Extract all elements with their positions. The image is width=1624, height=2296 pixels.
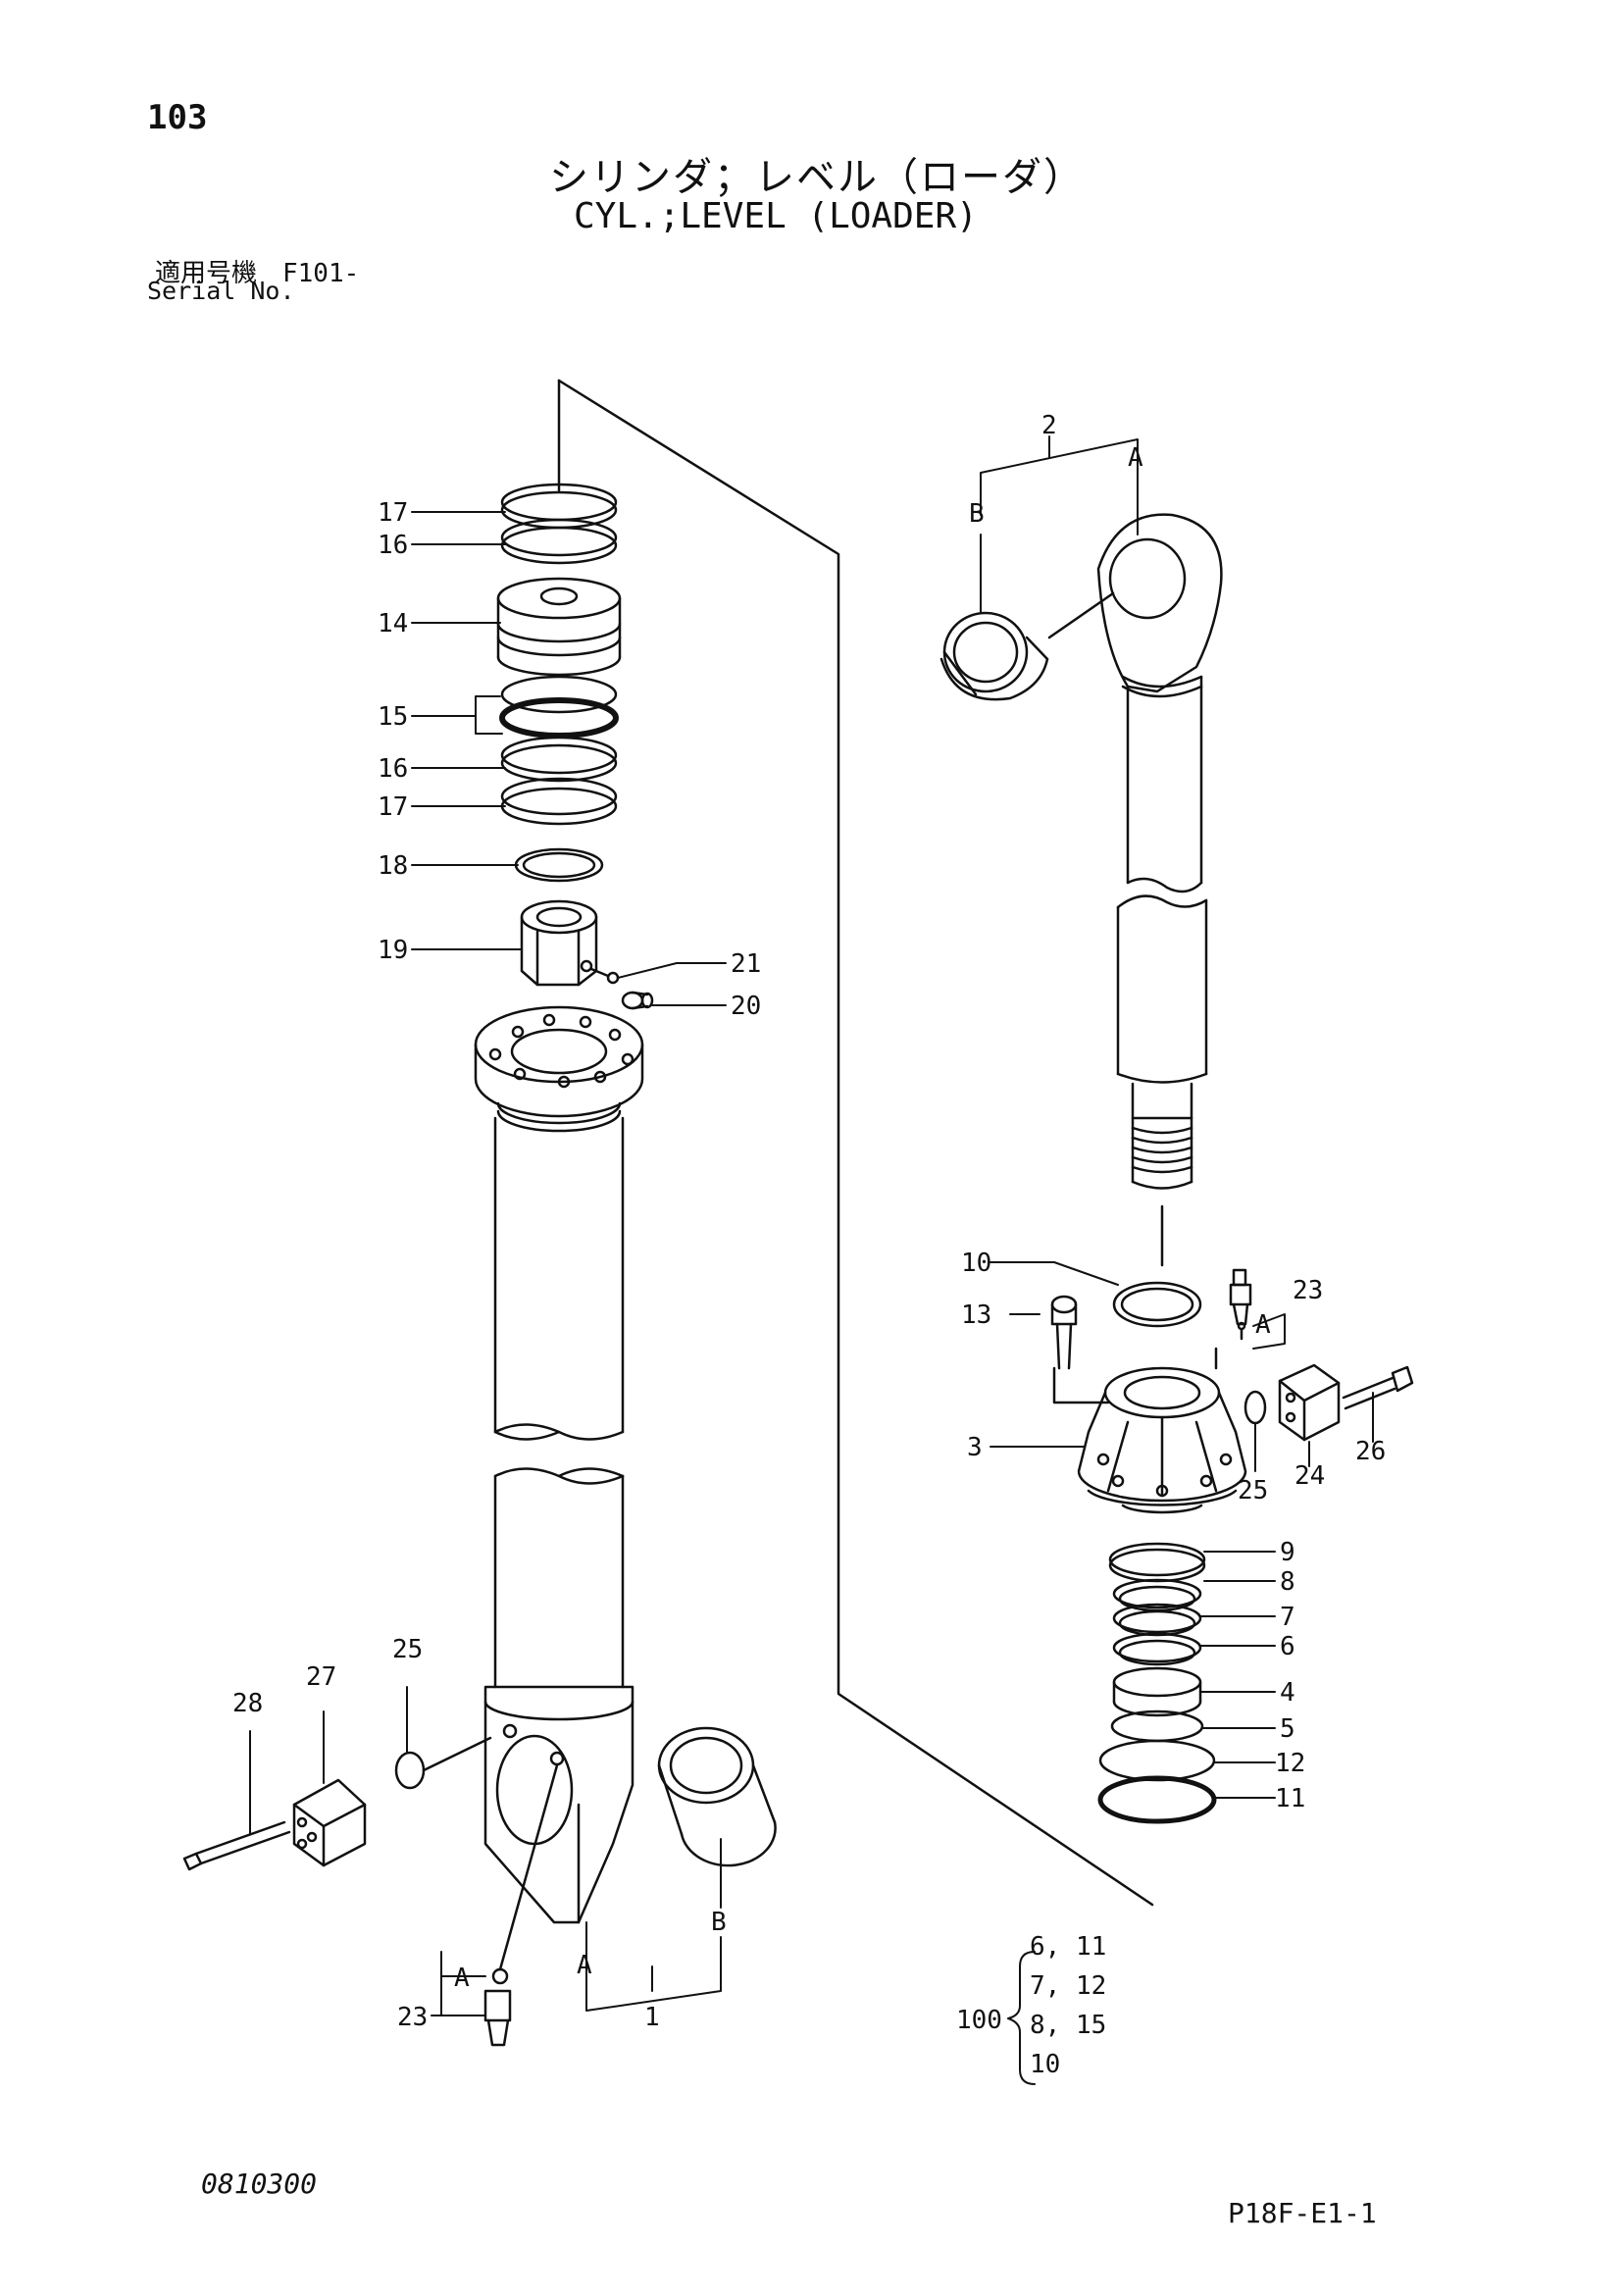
lower-left-parts: [182, 1736, 559, 2047]
callout-labels: 17 16 14 15 16 17 18 19 21 20 25 27 28 2…: [232, 411, 1386, 2079]
callout-2: 2: [1041, 411, 1057, 440]
document-code: 0810300: [201, 2168, 318, 2200]
seal-stack: [1097, 1542, 1217, 1824]
callout-28: 28: [232, 1689, 263, 1718]
ref-letter-b-bottom: B: [711, 1908, 727, 1937]
callout-21: 21: [731, 949, 761, 979]
callout-18: 18: [378, 851, 408, 881]
callout-17-upper: 17: [378, 498, 408, 528]
piston-stack: [496, 379, 654, 1010]
callout-23-left: 23: [397, 2003, 428, 2032]
callout-9: 9: [1280, 1538, 1295, 1567]
ref-letter-a-grease-left: A: [454, 1964, 470, 1993]
page-code: P18F-E1-1: [1228, 2197, 1377, 2229]
callout-19: 19: [378, 936, 408, 965]
callout-17-lower: 17: [378, 792, 408, 822]
serial-label-english: Serial No.: [147, 277, 295, 305]
callout-1: 1: [644, 2003, 660, 2032]
callout-5: 5: [1280, 1714, 1295, 1744]
callout-25-right: 25: [1238, 1476, 1268, 1505]
callout-23-right: 23: [1293, 1276, 1323, 1305]
callout-14: 14: [378, 609, 408, 638]
callout-12: 12: [1275, 1749, 1305, 1778]
callout-25-left: 25: [392, 1635, 423, 1664]
page-number: 103: [147, 98, 208, 137]
callout-8: 8: [1280, 1567, 1295, 1597]
serial-label-japanese: 適用号機 F101-: [155, 259, 360, 288]
callout-6: 6: [1280, 1632, 1295, 1661]
leader-lines: [249, 435, 1374, 2085]
callout-24: 24: [1294, 1461, 1325, 1491]
ref-letter-b-top: B: [969, 499, 985, 529]
bushing-left: [657, 1726, 777, 1867]
kit-row-2: 7, 12: [1030, 1971, 1106, 2001]
ref-letter-a-top: A: [1128, 443, 1143, 473]
callout-26: 26: [1355, 1437, 1386, 1466]
title-english: CYL.;LEVEL (LOADER): [574, 196, 978, 236]
rod-assembly: [939, 513, 1223, 1267]
cylinder-head: [1050, 1268, 1414, 1514]
callout-3: 3: [967, 1433, 983, 1462]
callout-11: 11: [1275, 1784, 1305, 1813]
callout-20: 20: [731, 992, 761, 1021]
title-japanese: シリンダ；レベル（ローダ）: [549, 155, 1085, 200]
callout-16-lower: 16: [378, 754, 408, 784]
callout-16-upper: 16: [378, 531, 408, 560]
kit-row-1: 6, 11: [1030, 1932, 1106, 1962]
cylinder-tube: [474, 1005, 644, 1924]
ref-letter-a-bottom: A: [577, 1951, 592, 1980]
division-line: [557, 379, 1154, 1907]
kit-row-3: 8, 15: [1030, 2011, 1106, 2040]
callout-13: 13: [961, 1301, 991, 1330]
callout-7: 7: [1280, 1603, 1295, 1632]
kit-number: 100: [956, 2006, 1002, 2035]
ref-letter-a-grease-right: A: [1255, 1310, 1271, 1340]
kit-row-4: 10: [1030, 2050, 1060, 2079]
callout-4: 4: [1280, 1678, 1295, 1708]
callout-27: 27: [306, 1662, 336, 1692]
callout-15: 15: [378, 702, 408, 732]
callout-10: 10: [961, 1249, 991, 1278]
